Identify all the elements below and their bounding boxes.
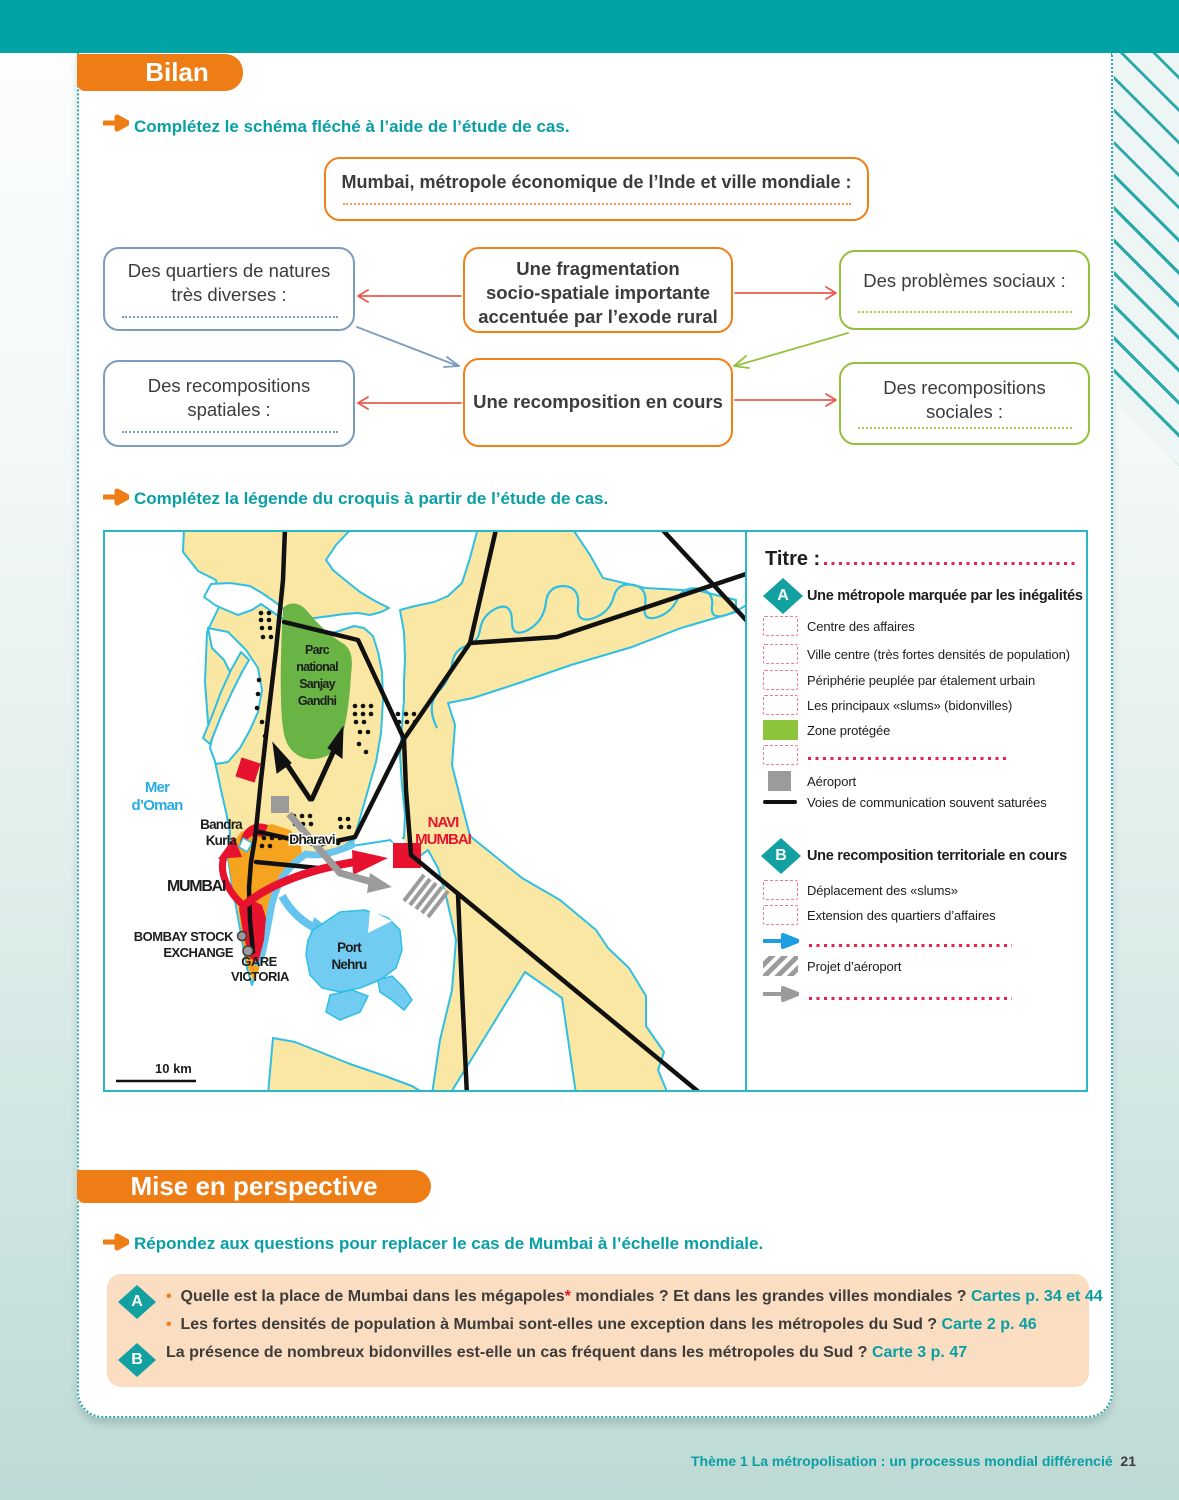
svg-text:national: national	[296, 660, 338, 674]
svg-text:Kurla: Kurla	[206, 833, 238, 848]
svg-text:MUMBAI: MUMBAI	[167, 878, 226, 895]
svg-text:Sanjay: Sanjay	[299, 677, 335, 691]
svg-text:10 km: 10 km	[155, 1061, 192, 1076]
svg-text:Mer: Mer	[145, 779, 170, 796]
svg-text:VICTORIA: VICTORIA	[231, 969, 290, 984]
svg-text:Nehru: Nehru	[331, 957, 367, 972]
svg-text:Port: Port	[337, 940, 362, 955]
svg-text:d’Oman: d’Oman	[131, 797, 183, 814]
svg-text:Parc: Parc	[305, 643, 330, 657]
svg-text:NAVI: NAVI	[428, 814, 460, 831]
svg-text:Bandra: Bandra	[200, 817, 243, 832]
svg-text:GARE: GARE	[241, 954, 277, 969]
svg-text:BOMBAY STOCK: BOMBAY STOCK	[134, 929, 234, 944]
svg-text:Gandhi: Gandhi	[298, 694, 337, 708]
svg-text:Dharavi: Dharavi	[289, 831, 335, 847]
svg-text:EXCHANGE: EXCHANGE	[163, 945, 234, 960]
svg-text:MUMBAI: MUMBAI	[415, 831, 471, 848]
